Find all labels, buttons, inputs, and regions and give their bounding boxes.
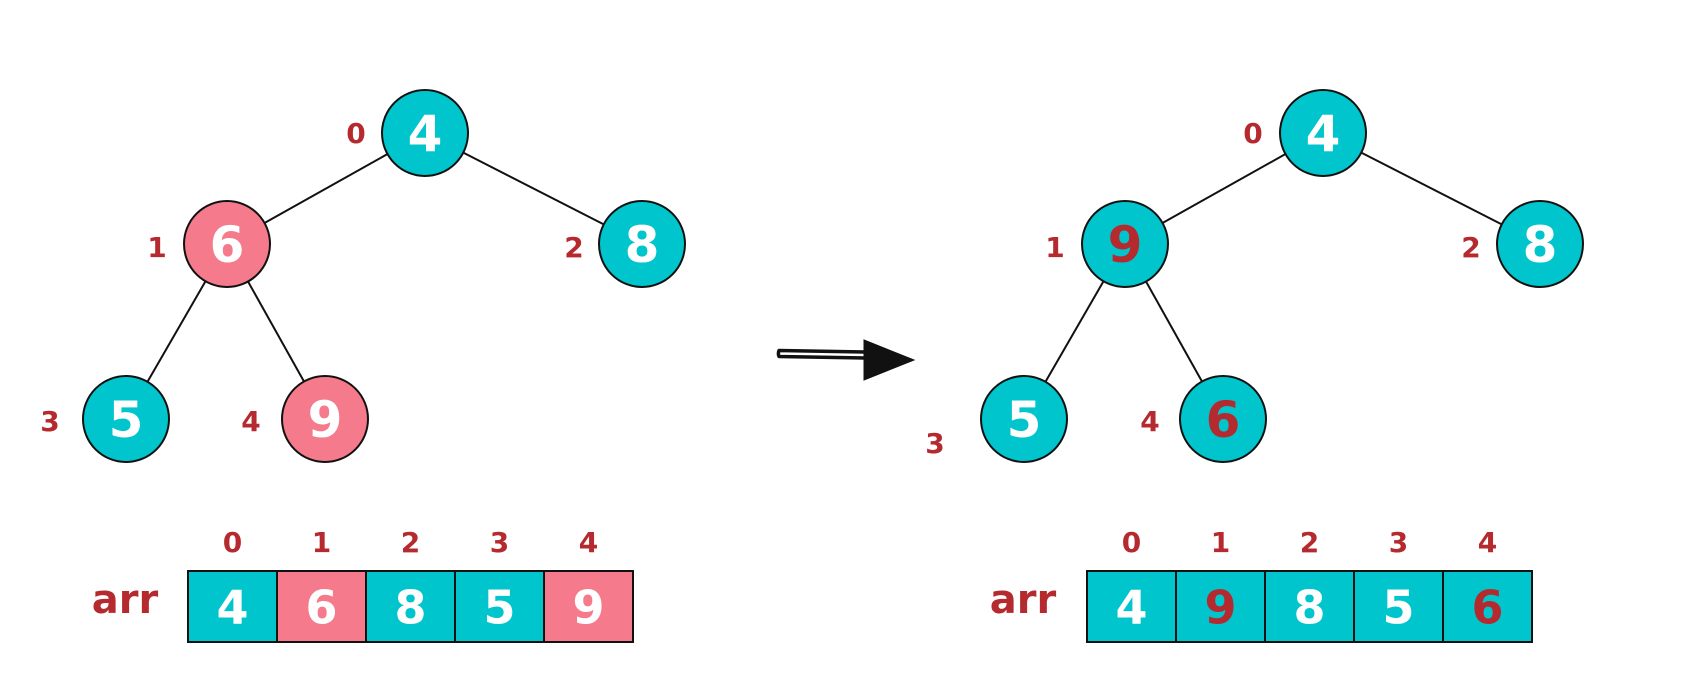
array-index: 2 (1300, 526, 1319, 559)
array-label: arr (92, 577, 159, 623)
tree-edge (1360, 151, 1503, 226)
array-cell (365, 570, 456, 643)
tree-node: 5 (980, 375, 1068, 463)
tree-node-circle (1081, 200, 1169, 288)
array-cell-value: 4 (1115, 581, 1147, 635)
array-cell (1175, 570, 1266, 643)
array-label: arr (990, 577, 1057, 623)
before-state: 4 0 6 1 8 2 5 3 9 4 arr 4 0 6 1 8 2 5 3 9 4 (40, 89, 686, 643)
tree-node-circle (183, 200, 271, 288)
tree-node-value: 4 (1306, 105, 1341, 163)
tree-edge (1044, 280, 1105, 383)
tree-node-circle (281, 375, 369, 463)
tree-node-circle (1279, 89, 1367, 177)
array-cell (1086, 570, 1177, 643)
array-cell (1442, 570, 1533, 643)
array-index: 3 (490, 526, 509, 559)
tree-node: 6 (183, 200, 271, 288)
tree-node-index: 0 (1243, 117, 1262, 150)
array-index: 0 (223, 526, 242, 559)
tree-edge (247, 281, 305, 382)
array-cell (454, 570, 545, 643)
tree-node-circle (1179, 375, 1267, 463)
array-cell-value: 4 (216, 581, 248, 635)
tree-node: 8 (598, 200, 686, 288)
tree-node-index: 4 (241, 405, 260, 438)
tree-node: 5 (82, 375, 170, 463)
tree-edge (1145, 281, 1203, 382)
array-cell-value: 8 (1293, 581, 1325, 635)
array-cell (187, 570, 278, 643)
tree-edge (264, 153, 388, 224)
tree-node-value: 9 (1108, 216, 1143, 274)
tree-node-value: 6 (210, 216, 245, 274)
array-index: 2 (401, 526, 420, 559)
tree-edge (146, 280, 207, 383)
array-row: arr 4 0 6 1 8 2 5 3 9 4 (92, 526, 634, 643)
array-cell-value: 5 (1382, 581, 1414, 635)
tree-node: 9 (281, 375, 369, 463)
array-index: 1 (312, 526, 331, 559)
tree-node: 4 (381, 89, 469, 177)
tree-node-value: 4 (408, 105, 443, 163)
array-index: 1 (1211, 526, 1230, 559)
array-cell-value: 8 (394, 581, 426, 635)
tree-node-index: 1 (147, 231, 166, 264)
tree-node-value: 8 (625, 216, 660, 274)
tree-node: 9 (1081, 200, 1169, 288)
array-cell-value: 6 (1471, 581, 1503, 635)
tree-node-index: 4 (1140, 405, 1159, 438)
array-cell-value: 9 (572, 581, 604, 635)
tree-node-circle (1496, 200, 1584, 288)
tree-node-index: 0 (346, 117, 365, 150)
tree-node-value: 8 (1523, 216, 1558, 274)
tree-node-value: 5 (1007, 391, 1042, 449)
array-cell-value: 5 (483, 581, 515, 635)
tree-node-circle (381, 89, 469, 177)
tree-node-index: 3 (40, 405, 59, 438)
array-cell (1264, 570, 1355, 643)
tree-node-value: 9 (308, 391, 343, 449)
tree-node: 4 (1279, 89, 1367, 177)
tree-node: 8 (1496, 200, 1584, 288)
double-line-right-arrow-icon (776, 339, 916, 381)
tree-edge (462, 151, 605, 226)
tree-node-circle (980, 375, 1068, 463)
array-index: 4 (1478, 526, 1497, 559)
tree-edge (1162, 153, 1286, 224)
array-index: 3 (1389, 526, 1408, 559)
array-index: 0 (1122, 526, 1141, 559)
tree-node-circle (598, 200, 686, 288)
tree-node-index: 2 (1461, 231, 1480, 264)
tree-node-index: 1 (1045, 231, 1064, 264)
tree-node-value: 5 (109, 391, 144, 449)
tree-node: 6 (1179, 375, 1267, 463)
array-index: 4 (579, 526, 598, 559)
tree-node-circle (82, 375, 170, 463)
tree-node-index: 3 (925, 427, 944, 460)
array-cell-value: 6 (305, 581, 337, 635)
array-cell (543, 570, 634, 643)
tree-node-value: 6 (1206, 391, 1241, 449)
array-cell-value: 9 (1204, 581, 1236, 635)
tree-node-index: 2 (564, 231, 583, 264)
